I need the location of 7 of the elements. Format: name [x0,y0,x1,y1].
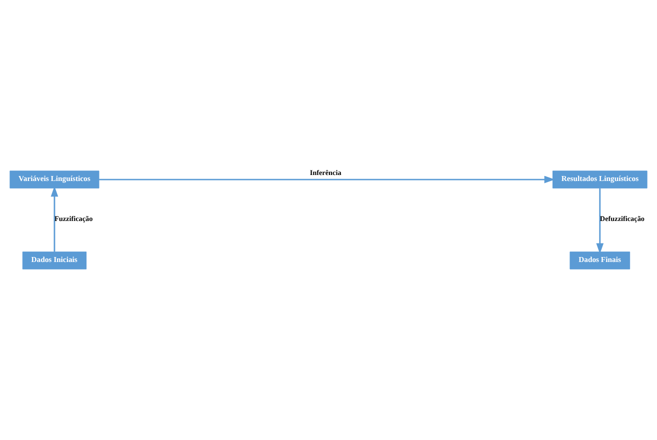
arrow [99,176,555,184]
node-box: Resultados Linguísticos [552,170,648,188]
node-box: Variáveis Linguísticos [10,170,100,188]
node-box: Dados Iniciais [22,252,87,270]
arrow [50,186,58,252]
arrow [596,188,604,254]
node-box: Dados Finais [570,252,630,270]
